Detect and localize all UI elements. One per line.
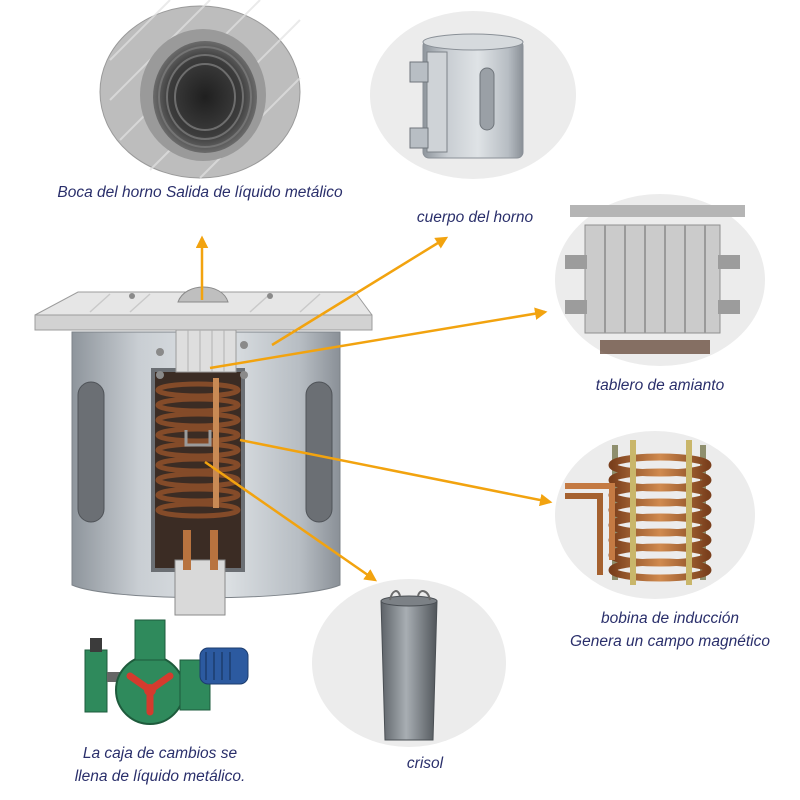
induction-coil-photo [555,431,755,599]
main-furnace [35,287,372,615]
asbestos-board-photo [555,194,765,366]
induction-coil-label-line1: bobina de inducción [525,607,800,630]
gearbox-label-line1: La caja de cambios se [30,742,290,765]
furnace-mouth-label: Boca del horno Salida de líquido metálic… [0,181,400,204]
crucible-photo [312,579,506,747]
furnace-mouth-photo [100,0,300,178]
gearbox-label: La caja de cambios se llena de líquido m… [30,742,290,788]
crucible-label: crisol [360,752,490,775]
asbestos-board-label: tablero de amianto [565,374,755,397]
gearbox-photo [85,620,248,724]
furnace-body-label: cuerpo del horno [395,206,555,229]
induction-coil-label: bobina de inducción Genera un campo magn… [525,607,800,653]
gearbox-label-line2: llena de líquido metálico. [30,765,290,788]
furnace-body-photo [370,11,576,179]
induction-coil-label-line2: Genera un campo magnético [525,630,800,653]
